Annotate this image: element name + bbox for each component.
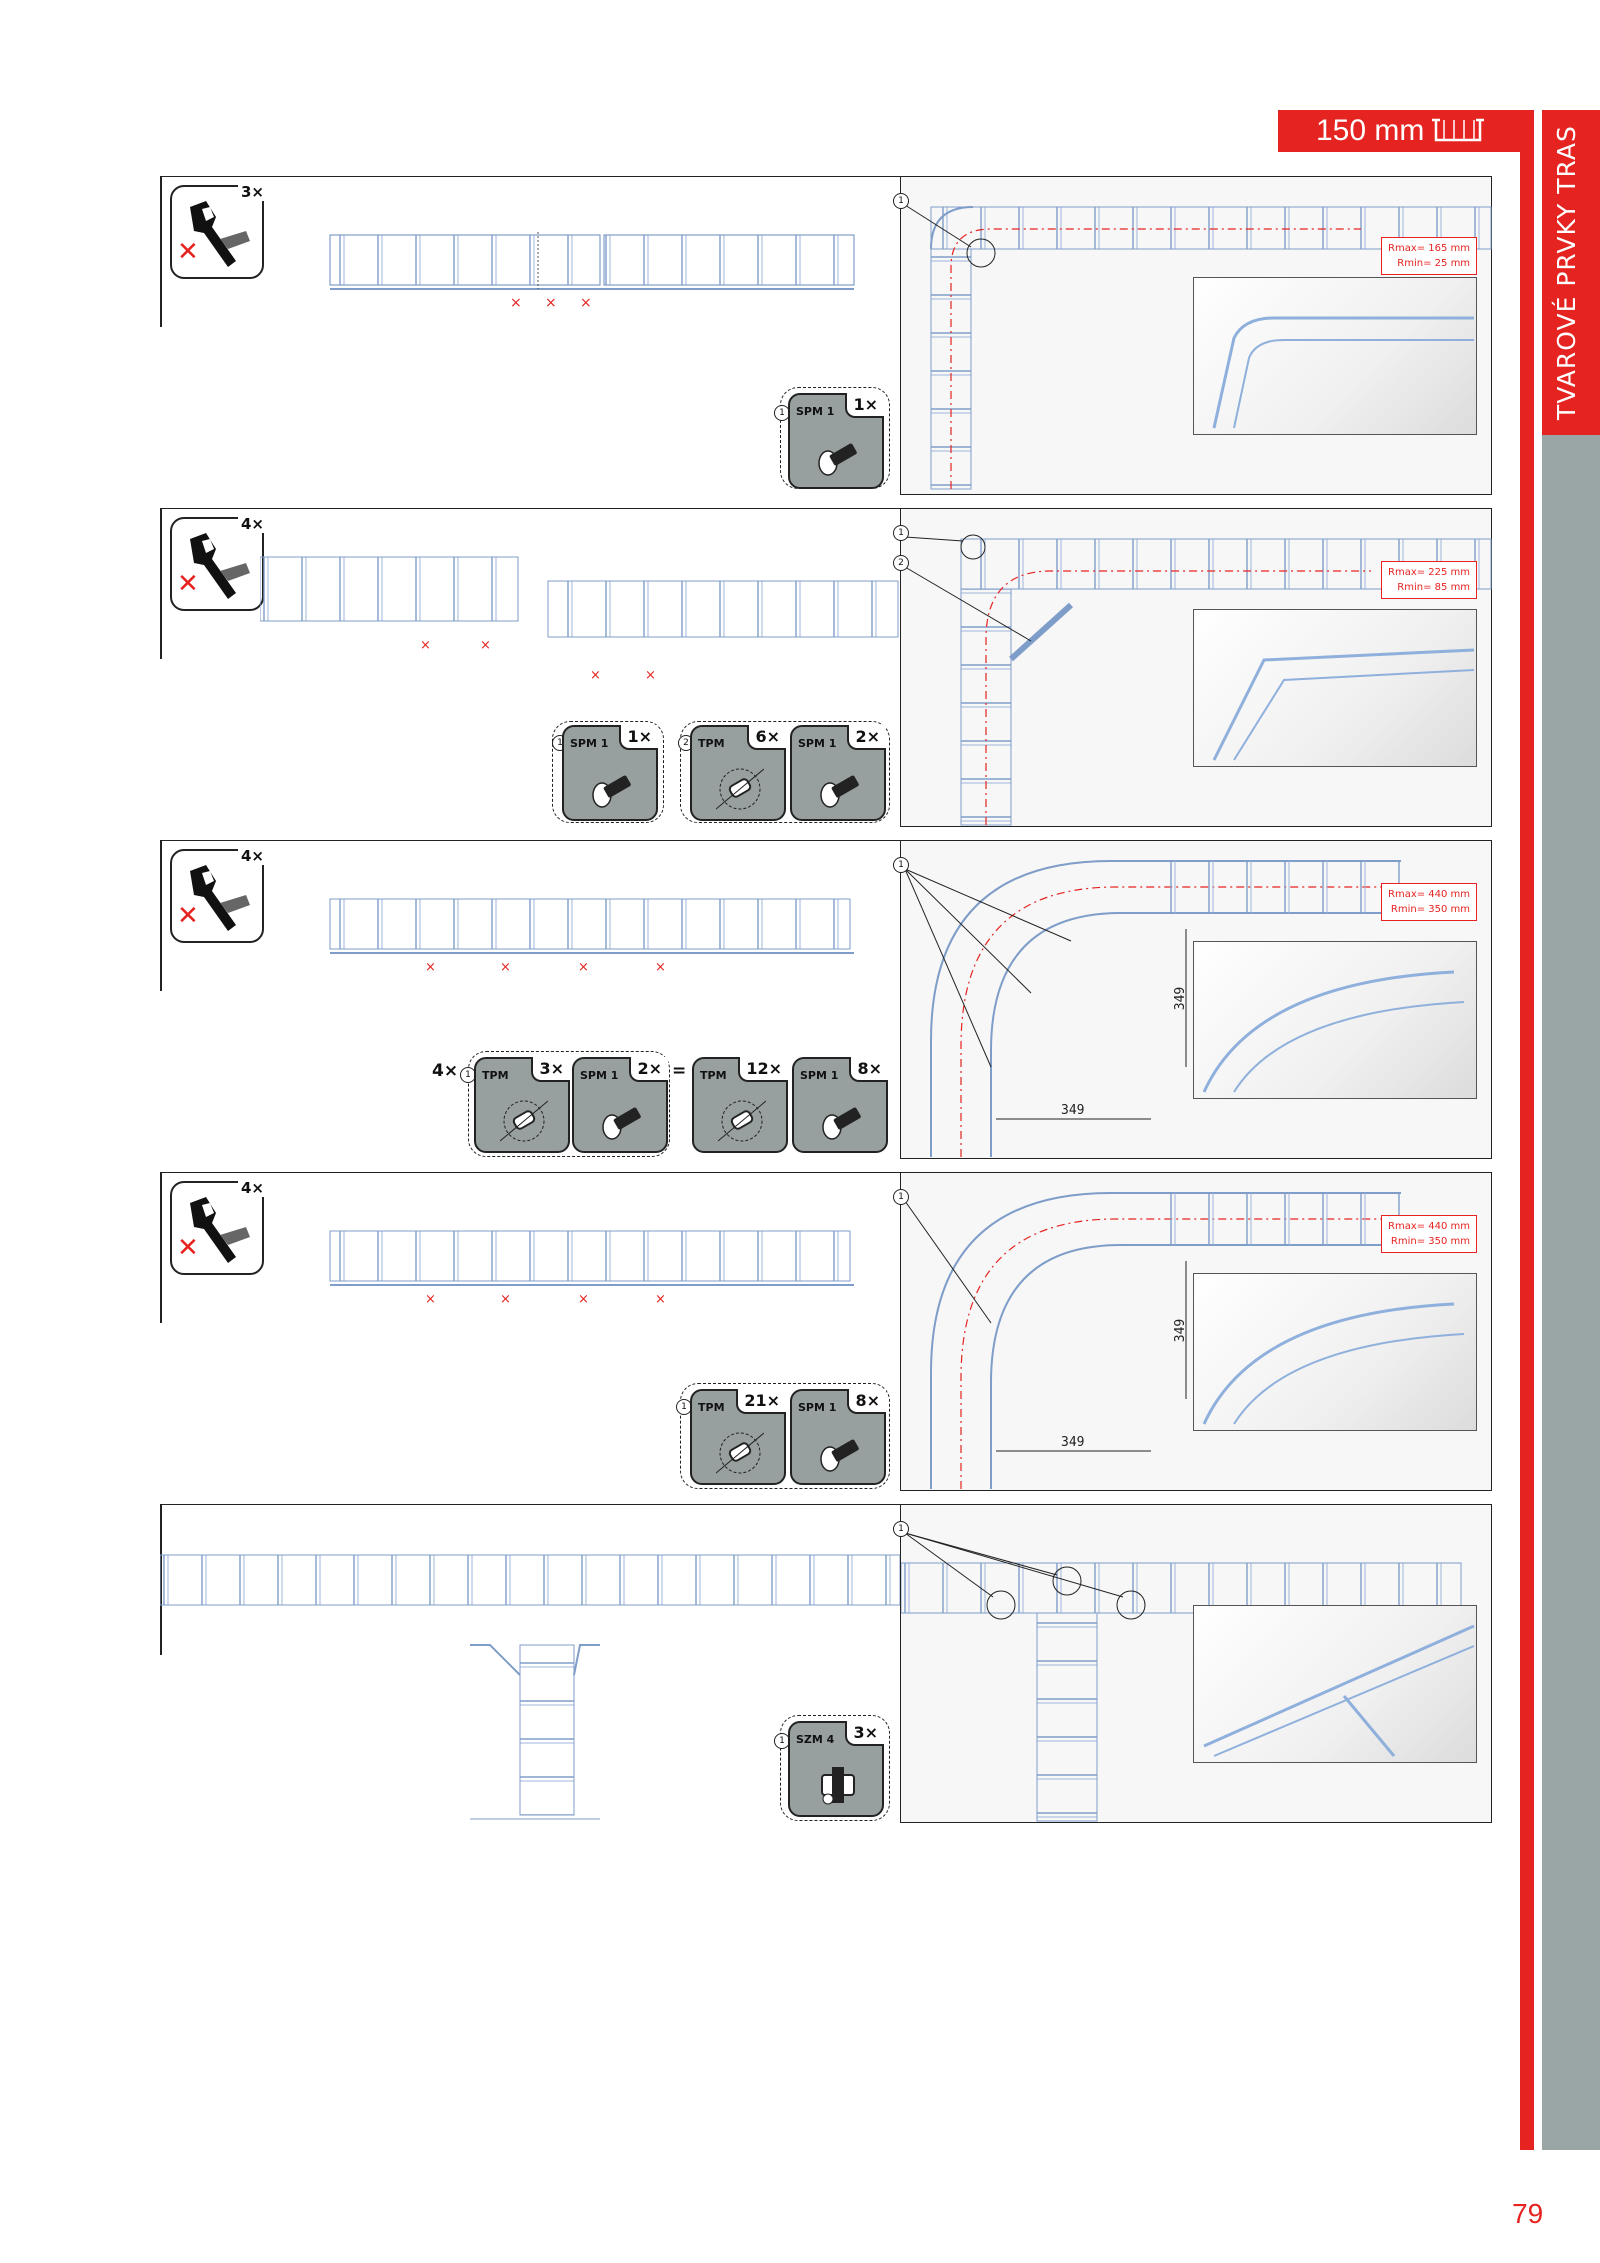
- svg-text:×: ×: [578, 1292, 589, 1307]
- plan-view: 1 Rmax= 165 mm Rmin= 25 mm: [893, 177, 1492, 495]
- panel-1: 3× ✕ ××× 1 SPM 1 1× 1 Rmax= 165 mm Rmin=…: [160, 176, 1492, 495]
- svg-text:×: ×: [500, 1292, 511, 1307]
- bolt-icon: [592, 774, 633, 808]
- bolt-icon: [822, 1106, 863, 1140]
- plate-icon: [716, 1432, 764, 1474]
- fastener-group: [680, 721, 890, 823]
- svg-text:×: ×: [420, 638, 431, 653]
- panel-5: 1 SZM 4 3× 1: [160, 1504, 1492, 1823]
- plan-view: 1 349 349 Rmax= 440 mm Rmin= 350 mm: [893, 1173, 1492, 1491]
- section-tab-highlight: [1542, 110, 1600, 435]
- tray-drawing: [160, 1554, 900, 1820]
- cut-mark-icon: ✕: [177, 1233, 199, 1263]
- plan-drawing: [900, 1532, 1462, 1822]
- bolt-icon: [602, 1106, 643, 1140]
- fastener-badge-tpm: TPM 6×: [690, 725, 786, 821]
- plan-view: 1: [893, 1505, 1492, 1823]
- fastener-badge-tpm: TPM 3×: [474, 1057, 570, 1153]
- svg-text:×: ×: [425, 1292, 436, 1307]
- cable-tray-icon: [1432, 118, 1485, 142]
- plan-drawing: [904, 204, 1492, 490]
- svg-text:×: ×: [510, 295, 522, 311]
- panel-4: 4× ✕ ×××× 1 TPM 21× SPM 1 8× 1 349 349 R…: [160, 1172, 1492, 1491]
- fastener-badge-spm1: SPM 1 2×: [790, 725, 886, 821]
- tray-drawing: × × × ×: [260, 556, 899, 683]
- fastener-badge-spm1: SPM 1 1×: [562, 725, 658, 821]
- cut-mark-icon: ✕: [177, 569, 199, 599]
- tray-drawing: × × × ×: [329, 898, 854, 975]
- svg-text:×: ×: [480, 638, 491, 653]
- section-title: TVAROVÉ PRVKY TRAS: [1552, 125, 1581, 420]
- tool-count: 4×: [238, 847, 268, 865]
- plate-icon: [718, 1100, 766, 1142]
- product-photo: [1193, 609, 1477, 767]
- equals-sign: =: [672, 1061, 687, 1081]
- plan-drawing: [904, 1192, 1401, 1489]
- set-multiplier: 4×: [432, 1061, 459, 1081]
- tool-cutter-icon: 3× ✕: [170, 183, 268, 279]
- tool-cutter-icon: 4× ✕: [170, 1179, 268, 1275]
- svg-text:×: ×: [500, 960, 511, 975]
- size-label: 150 mm: [1316, 114, 1425, 147]
- radius-info: Rmax= 165 mm Rmin= 25 mm: [1381, 237, 1478, 275]
- size-label-box: 150 mm: [1278, 110, 1532, 152]
- tray-drawing: × × × ×: [329, 1230, 854, 1307]
- plan-view: 1 349 349 Rmax= 440 mm Rmin= 350 mm: [893, 841, 1492, 1159]
- product-photo: [1193, 1273, 1477, 1431]
- cut-mark-icon: ✕: [177, 237, 199, 267]
- plate-icon: [500, 1100, 548, 1142]
- fastener-badge-tpm: TPM 12×: [692, 1057, 788, 1153]
- fastener-group: [780, 1715, 890, 1821]
- svg-text:×: ×: [590, 668, 601, 683]
- tool-cutter-icon: 4× ✕: [170, 847, 268, 943]
- svg-text:×: ×: [545, 295, 557, 311]
- bolt-icon: [820, 774, 861, 808]
- fastener-group: [468, 1051, 670, 1157]
- fastener-group: [680, 1383, 890, 1489]
- fastener-group: [552, 721, 664, 823]
- page-number: 79: [1512, 2198, 1544, 2229]
- tool-count: 4×: [238, 1179, 268, 1197]
- radius-info: Rmax= 225 mm Rmin= 85 mm: [1381, 561, 1478, 599]
- product-photo: [1193, 277, 1477, 435]
- cut-mark-icon: ✕: [177, 901, 199, 931]
- fastener-badge-tpm: TPM 21×: [690, 1389, 786, 1485]
- tray-drawing: × × ×: [329, 232, 855, 311]
- fastener-badge-spm1: SPM 1 8×: [790, 1389, 886, 1485]
- svg-text:×: ×: [425, 960, 436, 975]
- panel-2: 4× ✕ ×× ×× 1 SPM 1 1× 2 TPM 6× SPM 1 2× …: [160, 508, 1492, 827]
- red-edge-stripe: [1520, 110, 1534, 2150]
- plate-icon: [716, 768, 764, 810]
- clamp-icon: [821, 1767, 855, 1805]
- svg-text:×: ×: [578, 960, 589, 975]
- svg-text:×: ×: [655, 960, 666, 975]
- section-tab-background: [1542, 110, 1600, 2150]
- bolt-icon: [820, 1438, 861, 1472]
- svg-text:×: ×: [645, 668, 656, 683]
- radius-info: Rmax= 440 mm Rmin= 350 mm: [1381, 883, 1478, 921]
- product-photo: [1193, 1605, 1477, 1763]
- tool-count: 3×: [238, 183, 268, 201]
- fastener-badge-spm1: SPM 1 1×: [788, 393, 884, 489]
- svg-text:×: ×: [655, 1292, 666, 1307]
- panel-3: 4× ✕ ×××× 4× 1 TPM 3× SPM 1 2× = TPM 12×…: [160, 840, 1492, 1159]
- fastener-badge-spm1: SPM 1 2×: [572, 1057, 668, 1153]
- bolt-icon: [818, 442, 859, 476]
- product-photo: [1193, 941, 1477, 1099]
- plan-view: 1 2 Rmax= 225 mm Rmin= 85 mm: [893, 509, 1492, 827]
- radius-info: Rmax= 440 mm Rmin= 350 mm: [1381, 1215, 1478, 1253]
- fastener-badge-spm1: SPM 1 8×: [792, 1057, 888, 1153]
- plan-drawing: [904, 860, 1401, 1157]
- fastener-badge-szm4: SZM 4 3×: [788, 1721, 884, 1817]
- tool-cutter-icon: 4× ✕: [170, 515, 268, 611]
- tool-count: 4×: [238, 515, 268, 533]
- svg-text:×: ×: [580, 295, 592, 311]
